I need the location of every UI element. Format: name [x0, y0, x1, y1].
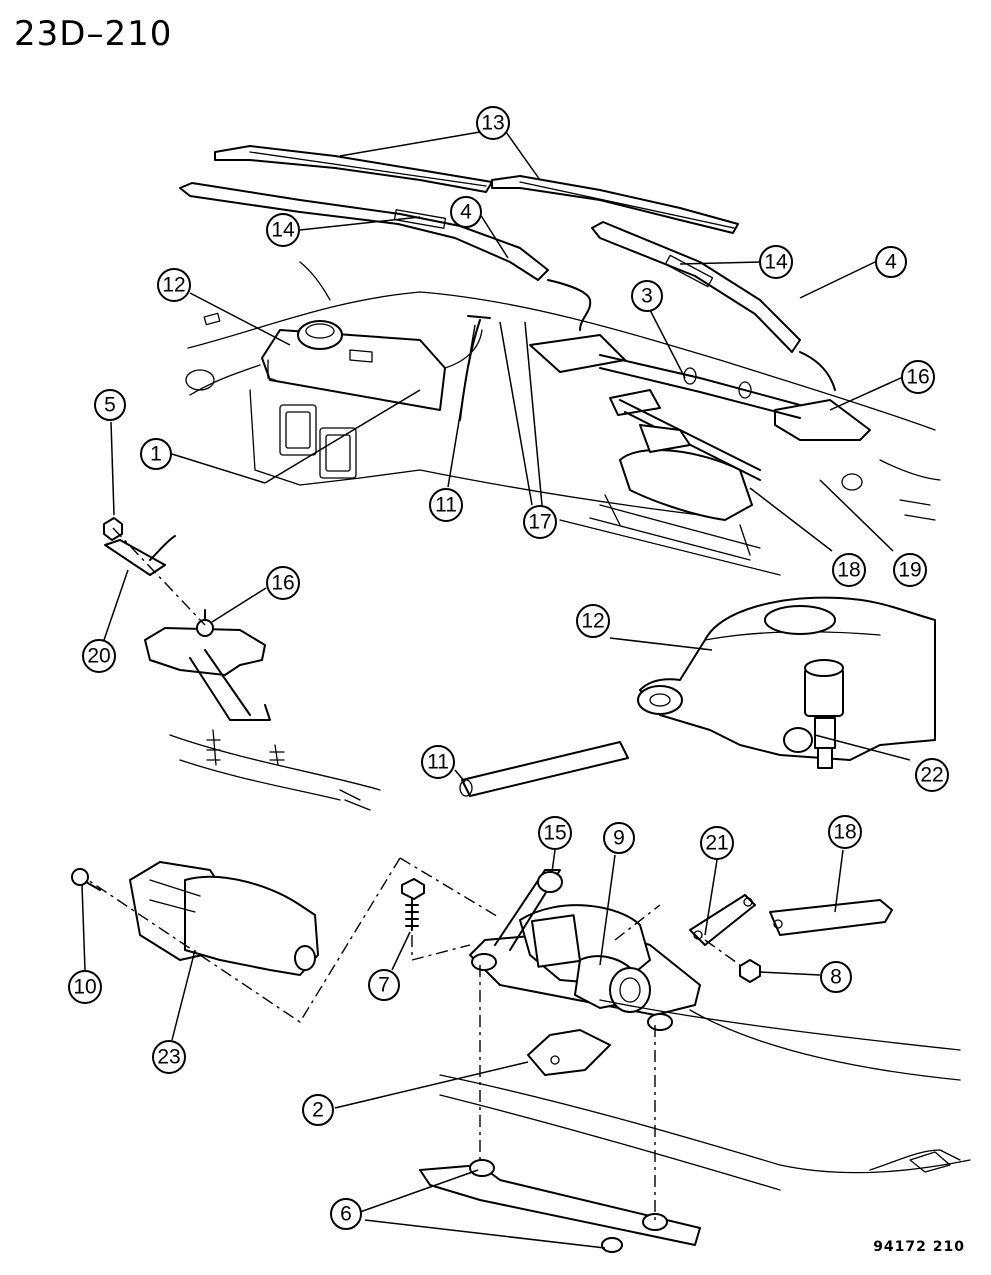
svg-text:19: 19 [898, 559, 921, 582]
svg-text:13: 13 [481, 112, 504, 135]
callout-17: 17 [523, 505, 557, 539]
mounting-bolt-7 [401, 878, 425, 931]
mounting-rail-6 [419, 1159, 701, 1253]
callout-19: 19 [893, 553, 927, 587]
svg-text:2: 2 [312, 1099, 324, 1122]
svg-text:3: 3 [641, 285, 653, 308]
wiper-blade-left [214, 145, 493, 193]
svg-text:11: 11 [435, 494, 457, 517]
callout-4: 4 [875, 246, 907, 278]
svg-text:20: 20 [87, 645, 110, 668]
svg-text:10: 10 [73, 976, 96, 999]
callout-18: 18 [832, 553, 866, 587]
washer-reservoir-detail [637, 596, 936, 761]
svg-text:5: 5 [104, 394, 116, 417]
motor-bracket-2 [527, 1029, 611, 1076]
svg-text:1: 1 [150, 443, 162, 466]
bracket-clip-detail [103, 517, 176, 576]
callout-11: 11 [421, 745, 455, 779]
callout-16: 16 [901, 360, 935, 394]
svg-text:16: 16 [906, 366, 929, 389]
nut-8 [739, 959, 761, 983]
svg-text:21: 21 [705, 832, 728, 855]
callout-2: 2 [302, 1094, 334, 1126]
page-id: 23D–210 [14, 14, 173, 54]
washer-reservoir-upper [261, 320, 446, 411]
crank-arm-21 [689, 894, 756, 946]
svg-text:14: 14 [764, 251, 788, 274]
washer-hose-detail [459, 741, 629, 797]
svg-text:11: 11 [427, 751, 449, 774]
wiper-motor-installed [589, 424, 761, 561]
wiper-motor-assembly [469, 869, 701, 1031]
svg-text:8: 8 [830, 966, 842, 989]
leader-lines [81, 131, 911, 1249]
svg-text:9: 9 [613, 827, 625, 850]
wiper-blade-right [491, 175, 739, 234]
svg-text:4: 4 [885, 251, 897, 274]
callout-4: 4 [450, 196, 482, 228]
svg-text:23: 23 [157, 1046, 180, 1069]
illustration-ref-code: 94172 210 [873, 1239, 965, 1255]
callout-14: 14 [759, 245, 793, 279]
callout-16: 16 [266, 566, 300, 600]
wiper-arm-left [179, 182, 592, 331]
wiper-motor-detail [71, 861, 319, 976]
washer-pump [783, 659, 844, 769]
callout-22: 22 [915, 758, 949, 792]
svg-text:18: 18 [833, 821, 856, 844]
svg-text:12: 12 [581, 610, 604, 633]
svg-text:7: 7 [378, 974, 390, 997]
svg-text:15: 15 [543, 822, 566, 845]
callout-6: 6 [330, 1198, 362, 1230]
callout-14: 14 [266, 213, 300, 247]
wiper-linkage [529, 334, 871, 491]
callout-8: 8 [820, 961, 852, 993]
svg-text:4: 4 [460, 201, 472, 224]
callout-12: 12 [157, 268, 191, 302]
svg-text:14: 14 [271, 219, 295, 242]
callout-21: 21 [700, 826, 734, 860]
floor-pan [439, 999, 971, 1191]
callout-13: 13 [476, 106, 510, 140]
callout-23: 23 [152, 1040, 186, 1074]
pivot-bracket-detail [144, 609, 381, 811]
svg-text:17: 17 [528, 511, 551, 534]
callout-11: 11 [429, 488, 463, 522]
callout-7: 7 [368, 969, 400, 1001]
callout-1: 1 [140, 438, 172, 470]
drive-link-18 [769, 899, 893, 936]
assembly-lines [87, 527, 741, 1222]
svg-text:6: 6 [340, 1203, 352, 1226]
wiper-arm-right [591, 221, 836, 391]
callout-10: 10 [68, 970, 102, 1004]
svg-text:22: 22 [920, 764, 943, 787]
cowl-panel [185, 261, 941, 576]
callout-18: 18 [828, 815, 862, 849]
svg-text:12: 12 [162, 274, 185, 297]
callout-9: 9 [603, 822, 635, 854]
callout-20: 20 [82, 639, 116, 673]
callout-3: 3 [631, 280, 663, 312]
callout-15: 15 [538, 816, 572, 850]
callout-5: 5 [94, 389, 126, 421]
svg-text:18: 18 [837, 559, 860, 582]
svg-text:16: 16 [271, 572, 294, 595]
callout-12: 12 [576, 604, 610, 638]
